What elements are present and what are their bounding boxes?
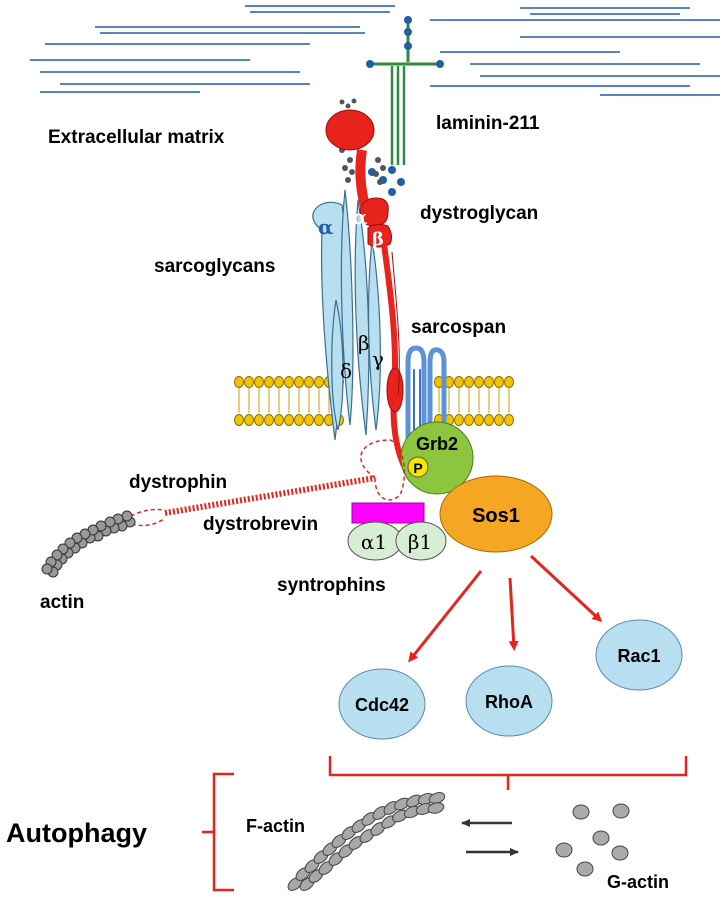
rhoa-label: RhoA — [485, 692, 533, 712]
sg-beta-label: β — [358, 331, 370, 355]
sg-alpha-label: α — [318, 215, 333, 239]
grb2-label: Grb2 — [416, 434, 458, 454]
sos1-arrows — [408, 554, 603, 663]
syntrophin-a1-label: α1 — [361, 530, 387, 554]
ecm-label: Extracellular matrix — [48, 127, 225, 148]
dystroglycan-label: dystroglycan — [420, 203, 538, 224]
cdc42-node — [338, 668, 426, 740]
actin-filament-left — [41, 510, 136, 578]
sarcoglycan-complex — [312, 189, 381, 441]
syntrophin-beta1 — [395, 521, 447, 561]
phospho-badge — [407, 456, 429, 478]
sarcospan-label: sarcospan — [411, 317, 506, 338]
sg-gamma-label: γ — [372, 347, 384, 371]
f-actin-filament — [287, 792, 446, 891]
cdc42-label: Cdc42 — [355, 695, 409, 715]
dystrobrevin-box — [351, 502, 425, 524]
actin-label: actin — [40, 592, 84, 613]
dystrophin-label: dystrophin — [129, 472, 227, 493]
autophagy-label: Autophagy — [6, 818, 147, 848]
sarcoglycans-label: sarcoglycans — [154, 256, 275, 277]
phospho-label: P — [413, 460, 422, 476]
gtpase-bracket — [328, 756, 688, 790]
dg-alpha-label: α — [352, 205, 367, 229]
laminin-label: laminin-211 — [436, 113, 540, 134]
syntrophins-label: syntrophins — [277, 575, 386, 596]
rhoa-node — [465, 665, 553, 737]
sos1-node — [439, 475, 553, 553]
rac1-node — [595, 619, 683, 691]
ecm-fibers — [30, 5, 720, 96]
dystrobrevin-label: dystrobrevin — [203, 514, 318, 535]
sg-delta-label: δ — [340, 359, 352, 383]
dg-beta-label: β — [372, 229, 384, 250]
grb2-node: Grb2 P — [400, 421, 474, 495]
rac1-label: Rac1 — [617, 646, 660, 666]
sos1-label: Sos1 — [472, 505, 520, 527]
autophagy-bracket — [202, 772, 234, 892]
g-actin-monomers — [555, 803, 630, 877]
laminin-211-molecule — [366, 16, 444, 196]
f-actin-label: F-actin — [246, 816, 305, 836]
g-actin-label: G-actin — [607, 872, 669, 892]
syntrophin-b1-label: β1 — [408, 530, 432, 554]
